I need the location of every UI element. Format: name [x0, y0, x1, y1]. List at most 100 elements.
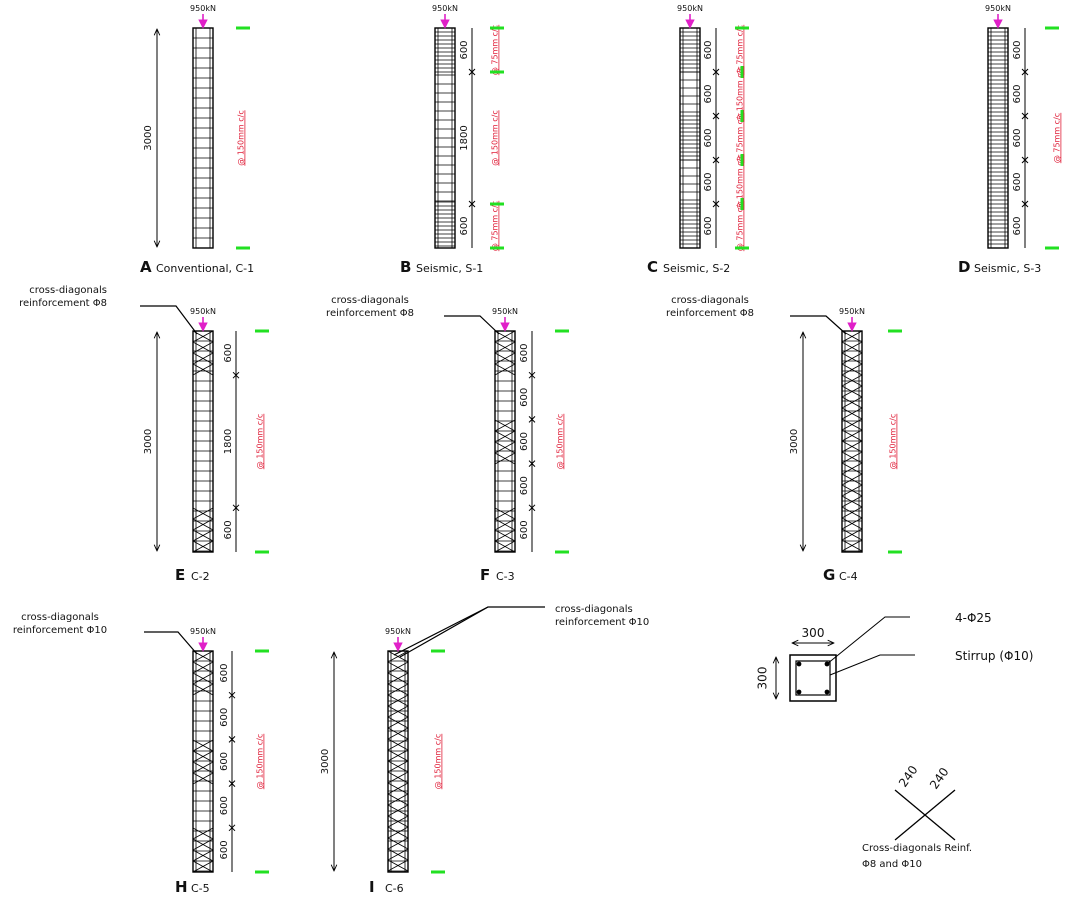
leader-line: [144, 631, 198, 655]
panel-letter: C: [647, 258, 658, 276]
panel-letter: I: [369, 878, 375, 896]
stirrup-outline: [795, 660, 831, 696]
annotation-line-1: cross-diagonals: [21, 612, 99, 623]
cross-diagonal: [494, 430, 516, 443]
overall-dimension-label: 3000: [320, 749, 331, 774]
annotation-line-2: reinforcement Φ8: [326, 308, 414, 319]
leader-line: [393, 606, 489, 656]
cross-diagonal: [841, 462, 863, 475]
main-bars-label: 4-Φ25: [955, 611, 992, 625]
load-label: 950kN: [677, 4, 703, 13]
segment-label: 1800: [459, 125, 470, 150]
cross-diagonal: [387, 804, 409, 817]
cross-diagonal: [387, 694, 409, 707]
cross-diagonal: [841, 352, 863, 365]
cross-diagonal: [841, 539, 863, 552]
cross-diagonal: [387, 705, 409, 718]
cross-diagonal: [192, 750, 214, 763]
cross-diagonal: [192, 529, 214, 542]
cross-diagonal: [494, 507, 516, 520]
segment-label: 600: [1012, 40, 1023, 59]
support-mark-bottom: [555, 550, 569, 554]
panel-letter: B: [400, 258, 411, 276]
zone-marker: [740, 198, 744, 210]
load-label: 950kN: [492, 307, 518, 316]
cross-diagonal: [387, 826, 409, 839]
spacing-label: @ 75mm c/c: [491, 25, 500, 75]
cross-diagonal: [387, 738, 409, 751]
support-mark-top: [431, 649, 445, 653]
support-mark-top: [255, 329, 269, 333]
cross-diagonal: [192, 363, 214, 376]
cross-diagonal: [387, 716, 409, 729]
cross-diagonal: [387, 837, 409, 850]
support-mark-top: [1045, 26, 1059, 30]
cross-diagonal: [387, 771, 409, 784]
cross-diagonal: [841, 517, 863, 530]
segment-tick: [1021, 112, 1029, 120]
segment-tick: [528, 371, 536, 379]
support-mark-bottom: [1045, 246, 1059, 250]
leader-line: [140, 305, 198, 335]
cross-detail-caption-1: Cross-diagonals Reinf.: [862, 843, 972, 854]
cross-diagonal: [387, 672, 409, 685]
cross-diagonal: [387, 683, 409, 696]
zone-marker: [490, 202, 504, 206]
load-label: 950kN: [432, 4, 458, 13]
cross-diagonal: [192, 838, 214, 851]
cross-diagonal: [494, 352, 516, 365]
segment-label: 1800: [223, 429, 234, 454]
segment-label: 600: [219, 796, 230, 815]
cross-leg-1-label: 240: [896, 763, 921, 790]
cross-diagonal: [494, 518, 516, 531]
segment-label: 600: [703, 128, 714, 147]
cross-diagonal: [192, 827, 214, 840]
segment-tick: [528, 504, 536, 512]
support-mark-bottom: [255, 870, 269, 874]
segment-label: 600: [1012, 172, 1023, 191]
panel-caption: C-2: [191, 570, 210, 583]
segment-tick: [528, 460, 536, 467]
cross-diagonal: [494, 419, 516, 432]
stirrup-leader: [829, 654, 915, 676]
cross-diagonal: [494, 540, 516, 553]
support-mark-top: [555, 329, 569, 333]
segment-label: 600: [223, 344, 234, 363]
panel-caption: Seismic, S-2: [663, 262, 730, 275]
stirrup-label: Stirrup (Φ10): [955, 649, 1033, 663]
main-bar: [796, 661, 802, 667]
cross-diagonal: [841, 385, 863, 398]
section-height-label: 300: [756, 667, 770, 690]
overall-dimension-label: 3000: [143, 125, 154, 150]
load-label: 950kN: [190, 627, 216, 636]
cross-diagonal: [387, 749, 409, 762]
cross-diagonal: [192, 860, 214, 873]
panel-letter: F: [480, 566, 490, 584]
segment-tick: [228, 824, 236, 832]
zone-marker: [490, 70, 504, 74]
cross-diagonal: [387, 650, 409, 663]
segment-tick: [1021, 68, 1029, 76]
annotation-line-1: cross-diagonals: [331, 295, 409, 306]
cross-diagonal: [841, 418, 863, 431]
annotation-line-2: reinforcement Φ10: [555, 617, 649, 628]
segment-label: 600: [219, 664, 230, 683]
support-mark-top: [255, 649, 269, 653]
segment-tick: [232, 371, 240, 379]
cross-diagonal: [841, 330, 863, 343]
cross-diagonal: [841, 440, 863, 453]
cross-diagonal: [387, 793, 409, 806]
segment-tick: [232, 504, 240, 512]
load-label: 950kN: [839, 307, 865, 316]
support-mark-top: [490, 26, 504, 30]
annotation-line-2: reinforcement Φ8: [666, 308, 754, 319]
spacing-label: @ 150mm c/c: [491, 110, 500, 165]
